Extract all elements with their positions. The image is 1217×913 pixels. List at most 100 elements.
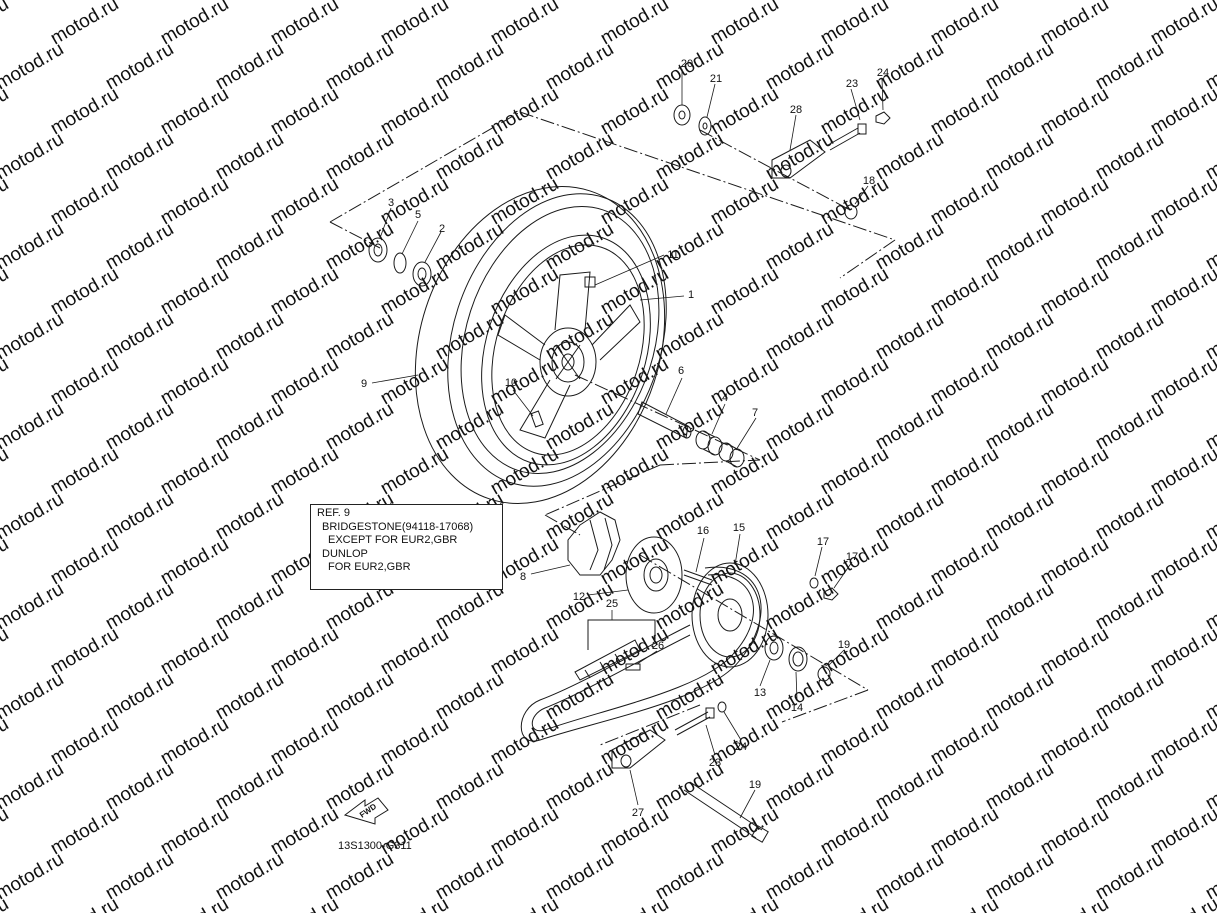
callout-24: 24 [877,67,889,79]
callout-10: 10 [505,377,517,389]
watermark-text: motod.ru [157,714,232,770]
watermark-text: motod.ru [1092,759,1167,815]
watermark-text: motod.ru [927,804,1002,860]
watermark-text: motod.ru [212,219,287,275]
wheel-axle [683,781,769,843]
watermark-text: motod.ru [0,129,67,185]
watermark-text: motod.ru [1037,174,1112,230]
watermark-text: motod.ru [432,669,507,725]
collar [637,401,692,439]
watermark-text: motod.ru [1092,669,1167,725]
watermark-text: motod.ru [487,174,562,230]
callout-20: 19 [749,779,761,791]
watermark-text: motod.ru [102,129,177,185]
watermark-text: motod.ru [0,219,67,275]
nut-21 [673,104,691,126]
watermark-text: motod.ru [102,759,177,815]
watermark-text: motod.ru [652,669,727,725]
watermark-text: motod.ru [707,894,782,913]
callout-13: 13 [754,687,766,699]
watermark-text: motod.ru [817,84,892,140]
watermark-text: motod.ru [872,759,947,815]
watermark-text: motod.ru [487,444,562,500]
chain-joint-bracket [587,619,656,650]
watermark-text: motod.ru [982,219,1057,275]
watermark-text: motod.ru [597,534,672,590]
watermark-text: motod.ru [157,894,232,913]
watermark-text: motod.ru [47,894,122,913]
watermark-text: motod.ru [487,894,562,913]
leader-lines [371,69,884,819]
clutch-hub [625,536,683,614]
callout-17: 17 [846,551,858,563]
watermark-text: motod.ru [707,354,782,410]
watermark-text: motod.ru [1037,714,1112,770]
drive-chain [520,566,762,742]
callout-19b: 19 [838,639,850,651]
chain-joint [574,639,641,681]
watermark-text: motod.ru [377,354,452,410]
watermark-text: motod.ru [817,444,892,500]
watermark-text: motod.ru [542,759,617,815]
watermark-text: motod.ru [47,444,122,500]
watermark-text: motod.ru [267,264,342,320]
watermark-text: motod.ru [872,849,947,905]
nut-17 [823,587,839,601]
watermark-text: motod.ru [1092,399,1167,455]
watermark-text: motod.ru [707,264,782,320]
watermark-text: motod.ru [707,84,782,140]
watermark-text: motod.ru [0,39,67,95]
callout-4: 4 [722,392,728,404]
callout-7: 7 [752,407,758,419]
callout-11: 11 [667,249,678,261]
callout-27: 27 [632,807,644,819]
watermark-text: motod.ru [212,39,287,95]
watermark-text: motod.ru [47,804,122,860]
watermark-text: motod.ru [267,444,342,500]
watermark-text: motod.ru [267,354,342,410]
watermark-text: motod.ru [322,759,397,815]
ref-dunlop-note: FOR EUR2,GBR [328,561,411,573]
watermark-text: motod.ru [322,399,397,455]
watermark-text: motod.ru [377,444,452,500]
bearing-13 [764,635,784,661]
watermark-text: motod.ru [0,759,67,815]
watermark-text: motod.ru [542,129,617,185]
watermark-text: motod.ru [212,489,287,545]
callout-28: 28 [790,104,802,116]
watermark-text: motod.ru [817,354,892,410]
watermark-text: motod.ru [652,849,727,905]
callout-14: 14 [791,702,803,714]
bearing-2 [412,261,432,287]
watermark-text: motod.ru [982,669,1057,725]
watermark-text: motod.ru [597,354,672,410]
watermark-text: motod.ru [652,219,727,275]
watermark-text: motod.ru [47,264,122,320]
watermark-text: motod.ru [762,219,837,275]
watermark-text: motod.ru [597,894,672,913]
watermark-text: motod.ru [102,489,177,545]
watermark-text: motod.ru [157,174,232,230]
watermark-text: motod.ru [542,309,617,365]
callout-5: 5 [415,209,421,221]
watermark-text: motod.ru [1037,624,1112,680]
collar-19-bottom [817,666,831,682]
bearing-3 [368,237,388,263]
watermark-text: motod.ru [0,444,12,500]
watermark-text: motod.ru [487,624,562,680]
watermark-text: motod.ru [762,309,837,365]
washer-22 [698,116,712,136]
watermark-text: motod.ru [872,399,947,455]
callout-15: 15 [733,522,745,534]
watermark-text: motod.ru [872,129,947,185]
callout-25: 25 [606,598,618,610]
callout-16: 16 [697,525,709,537]
watermark-text: motod.ru [817,624,892,680]
callout-18: 17 [817,536,829,548]
watermark-text: motod.ru [1092,129,1167,185]
watermark-text: motod.ru [1037,534,1112,590]
bolt-23-bottom [674,707,715,736]
watermark-text: motod.ru [817,714,892,770]
watermark-text: motod.ru [1147,894,1217,913]
hub [539,327,597,397]
